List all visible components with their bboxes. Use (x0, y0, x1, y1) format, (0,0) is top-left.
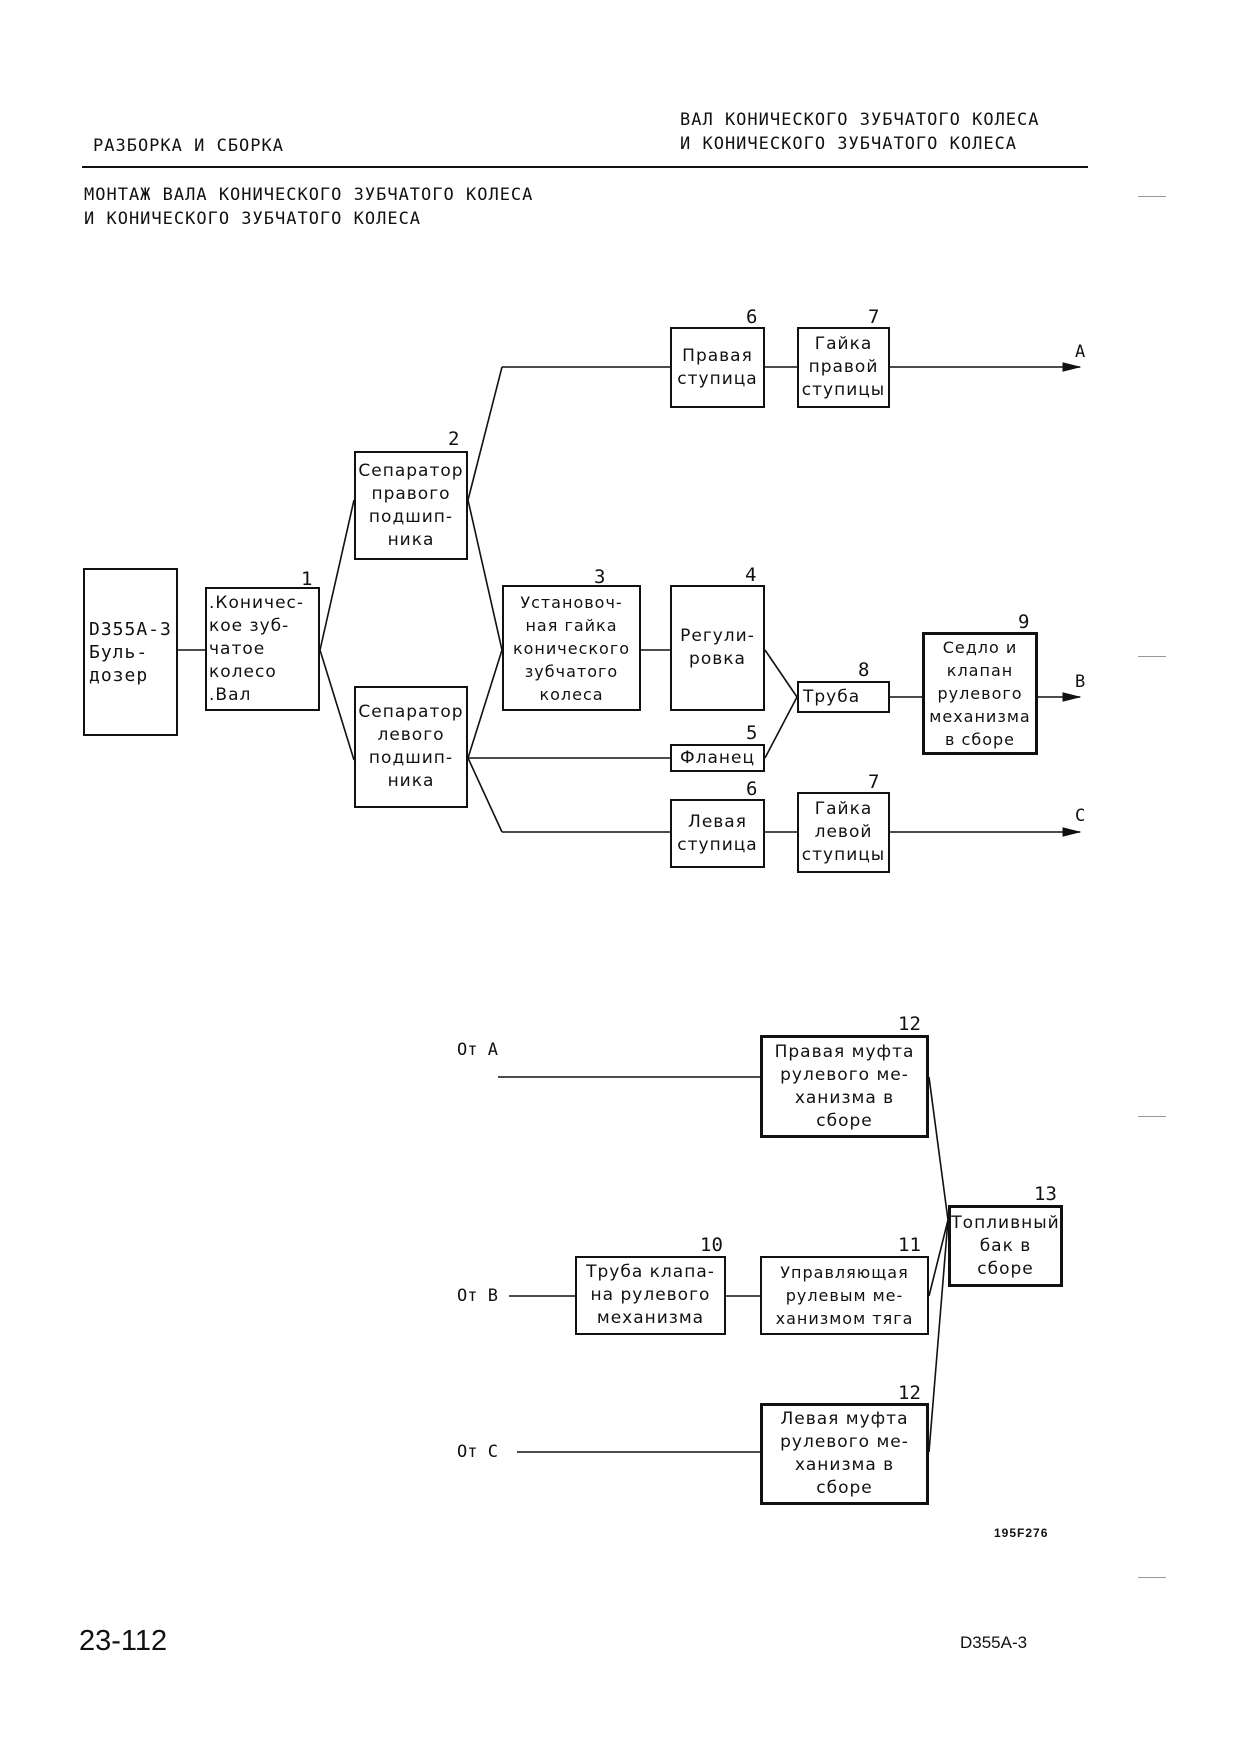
left-hub-box: Левая ступица (670, 799, 765, 868)
step-number-2: 2 (448, 428, 460, 450)
step-number-4: 4 (745, 564, 757, 586)
step-number-10: 10 (700, 1234, 723, 1256)
binder-mark (1138, 656, 1166, 657)
step-number-13: 13 (1034, 1183, 1057, 1205)
step-number-6-bottom: 6 (746, 778, 758, 800)
header-right-line1: ВАЛ КОНИЧЕСКОГО ЗУБЧАТОГО КОЛЕСА (680, 110, 1040, 130)
left-bearing-cage-box: Сепаратор левого подшип- ника (354, 686, 468, 808)
bevel-gear-adjusting-nut-box: Установоч- ная гайка конического зубчато… (502, 585, 641, 711)
page-title-line2: И КОНИЧЕСКОГО ЗУБЧАТОГО КОЛЕСА (84, 209, 422, 229)
model-code: D355A-3 (960, 1633, 1028, 1652)
header-right-line2: И КОНИЧЕСКОГО ЗУБЧАТОГО КОЛЕСА (680, 134, 1018, 154)
left-steering-clutch-box: Левая муфта рулевого ме- ханизма в сборе (760, 1403, 929, 1505)
steering-valve-pipe-box: Труба клапа- на рулевого механизма (575, 1256, 726, 1335)
from-c-label: От С (457, 1442, 498, 1462)
output-label-a: A (1075, 342, 1086, 362)
from-a-label: От А (457, 1040, 498, 1060)
step-number-6-top: 6 (746, 306, 758, 328)
output-label-b: B (1075, 672, 1086, 692)
page-number: 23-112 (79, 1625, 168, 1657)
step-number-7-bottom: 7 (868, 771, 880, 793)
steering-control-rod-box: Управляющая рулевым ме- ханизмом тяга (760, 1256, 929, 1335)
figure-code: 195F276 (994, 1526, 1049, 1540)
header-rule (82, 166, 1088, 168)
step-number-7-top: 7 (868, 306, 880, 328)
step-number-9: 9 (1018, 611, 1030, 633)
left-hub-nut-box: Гайка левой ступицы (797, 792, 890, 873)
step-number-12-bottom: 12 (898, 1382, 921, 1404)
section-title: РАЗБОРКА И СБОРКА (93, 136, 284, 156)
step-number-12-top: 12 (898, 1013, 921, 1035)
binder-mark (1138, 196, 1166, 197)
step-number-3: 3 (594, 566, 606, 588)
steering-valve-seat-box: Седло и клапан рулевого механизма в сбор… (922, 632, 1038, 755)
right-steering-clutch-box: Правая муфта рулевого ме- ханизма в сбор… (760, 1035, 929, 1138)
step-number-1: 1 (301, 568, 313, 590)
right-hub-nut-box: Гайка правой ступицы (797, 327, 890, 408)
step-number-5: 5 (746, 722, 758, 744)
pipe-box: Труба (797, 681, 890, 713)
model-d355a3-box: D355A-3 Буль- дозер (83, 568, 178, 736)
bevel-gear-shaft-box: .Коничес- кое зуб- чатое колесо .Вал (205, 587, 320, 711)
page-title-line1: МОНТАЖ ВАЛА КОНИЧЕСКОГО ЗУБЧАТОГО КОЛЕСА (84, 185, 534, 205)
binder-mark (1138, 1577, 1166, 1578)
flange-box: Фланец (670, 744, 765, 772)
right-hub-box: Правая ступица (670, 327, 765, 408)
output-label-c: C (1075, 806, 1086, 826)
fuel-tank-box: Топливный бак в сборе (948, 1205, 1063, 1287)
right-bearing-cage-box: Сепаратор правого подшип- ника (354, 451, 468, 560)
adjustment-box: Регули- ровка (670, 585, 765, 711)
binder-mark (1138, 1116, 1166, 1117)
from-b-label: От В (457, 1286, 498, 1306)
step-number-11: 11 (898, 1234, 921, 1256)
step-number-8: 8 (858, 659, 870, 681)
